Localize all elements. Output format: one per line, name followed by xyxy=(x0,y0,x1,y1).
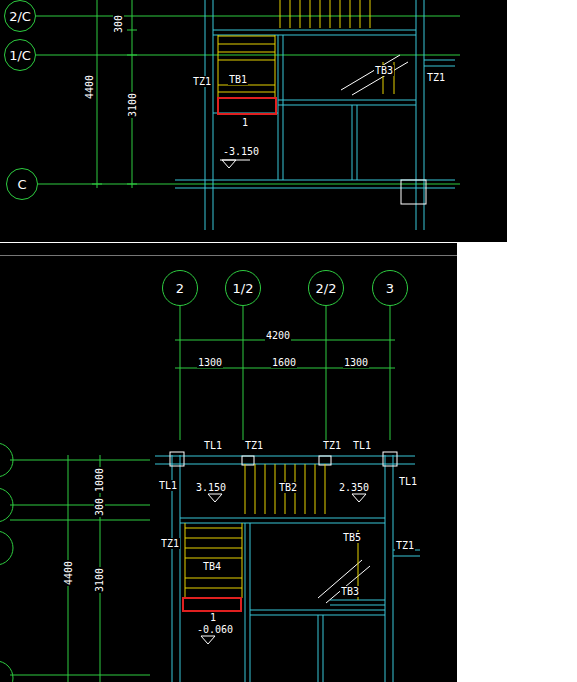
stair-tag: TB3 xyxy=(340,586,360,597)
beam-tag: TL1 xyxy=(398,476,418,487)
section-mark: 1 xyxy=(209,612,217,623)
axis-bubble: 3 xyxy=(372,270,408,306)
dimension: 4200 xyxy=(265,330,291,341)
beam-tag: TL1 xyxy=(158,480,178,491)
dimension: 1600 xyxy=(271,357,297,368)
dimension: 300 xyxy=(113,14,124,34)
dimension: 300 xyxy=(94,497,105,517)
elevation: -0.060 xyxy=(196,624,234,635)
elevation: 2.350 xyxy=(338,482,370,493)
axis-bubble: C xyxy=(6,168,38,200)
dimension: 1000 xyxy=(94,467,105,493)
dimension: 3100 xyxy=(94,567,105,593)
axis-bubble: 2/2 xyxy=(308,270,344,306)
axis-bubble: 1/C xyxy=(4,39,36,71)
axis-bubble: 2/C xyxy=(4,0,36,32)
stair-tag: TB5 xyxy=(342,532,362,543)
column-tag: TZ1 xyxy=(426,72,446,83)
dimension: 1300 xyxy=(197,357,223,368)
beam-tag: TL1 xyxy=(203,440,223,451)
axis-label: 2/C xyxy=(9,9,31,24)
dimension: 3100 xyxy=(127,92,138,118)
dimension: 4400 xyxy=(63,560,74,586)
column-tag: TZ1 xyxy=(322,440,342,451)
column-tag: TZ1 xyxy=(395,540,415,551)
axis-bubble: 1/2 xyxy=(225,270,261,306)
dimension: 4400 xyxy=(84,74,95,100)
axis-label: 2/2 xyxy=(316,281,337,296)
axis-label: C xyxy=(17,177,26,192)
column-tag: TZ1 xyxy=(160,538,180,549)
stair-tag: TB4 xyxy=(202,561,222,572)
axis-bubble: 2 xyxy=(162,270,198,306)
stair-tag: TB2 xyxy=(278,482,298,493)
column-tag: TZ1 xyxy=(192,76,212,87)
column-tag: TZ1 xyxy=(244,440,264,451)
axis-label: 1/2 xyxy=(233,281,254,296)
axis-label: 1/C xyxy=(9,48,31,63)
stair-tag: TB3 xyxy=(374,65,394,76)
dimension: 1300 xyxy=(343,357,369,368)
stair-tag: TB1 xyxy=(228,74,248,85)
axis-label: 2 xyxy=(176,281,184,296)
axis-label: 3 xyxy=(386,281,394,296)
elevation: -3.150 xyxy=(222,146,260,157)
section-mark: 1 xyxy=(241,117,249,128)
beam-tag: TL1 xyxy=(352,440,372,451)
elevation: 3.150 xyxy=(195,482,227,493)
